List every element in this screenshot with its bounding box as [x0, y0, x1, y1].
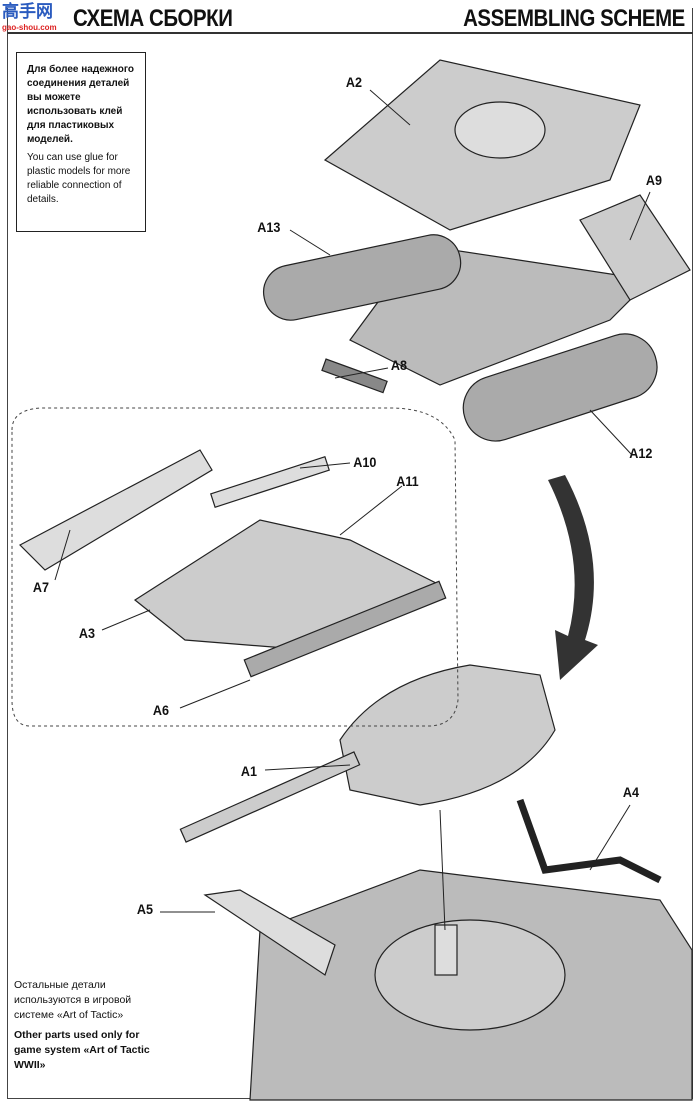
side-panel-part: [19, 449, 213, 571]
title-en: ASSEMBLING SCHEME: [463, 5, 685, 32]
glue-note: Для более надежного соединения деталей в…: [16, 52, 146, 232]
turret-part: [339, 664, 556, 806]
title-ru: СХЕМА СБОРКИ: [73, 5, 233, 32]
label-a4: A4: [622, 784, 640, 800]
label-a10: A10: [353, 454, 377, 470]
label-a2: A2: [345, 74, 363, 90]
label-a11: A11: [396, 473, 419, 489]
label-a1: A1: [240, 763, 258, 779]
chassis-part: [133, 519, 442, 651]
rear-plate-part: [579, 194, 691, 301]
wheel-rail-part: [243, 580, 447, 678]
note-ru: Для более надежного соединения деталей в…: [27, 64, 135, 145]
note-en: You can use glue for plastic models for …: [27, 152, 131, 205]
assembly-arrow: [548, 475, 598, 680]
label-a5: A5: [136, 901, 154, 917]
label-a3: A3: [78, 625, 96, 641]
right-track: [462, 333, 658, 442]
top-rail-part: [210, 456, 330, 508]
leader-lines: [54, 89, 651, 931]
label-a9: A9: [645, 172, 663, 188]
fender-part: [203, 889, 336, 976]
label-a8: A8: [390, 357, 408, 373]
footer-note: Остальные детали используются в игровой …: [14, 978, 154, 1073]
gun-barrel: [179, 751, 361, 843]
small-part: [321, 358, 388, 394]
label-a13: A13: [257, 219, 281, 235]
label-a7: A7: [32, 579, 50, 595]
footer-ru: Остальные детали используются в игровой …: [14, 979, 132, 1021]
label-a12: A12: [629, 445, 653, 461]
label-a6: A6: [152, 702, 170, 718]
header: СХЕМА СБОРКИ ASSEMBLING SCHEME: [7, 0, 693, 34]
left-track: [262, 234, 462, 321]
detail-callout: [11, 407, 459, 727]
footer-en: Other parts used only for game system «A…: [14, 1029, 150, 1071]
pipe-part: [516, 798, 662, 884]
